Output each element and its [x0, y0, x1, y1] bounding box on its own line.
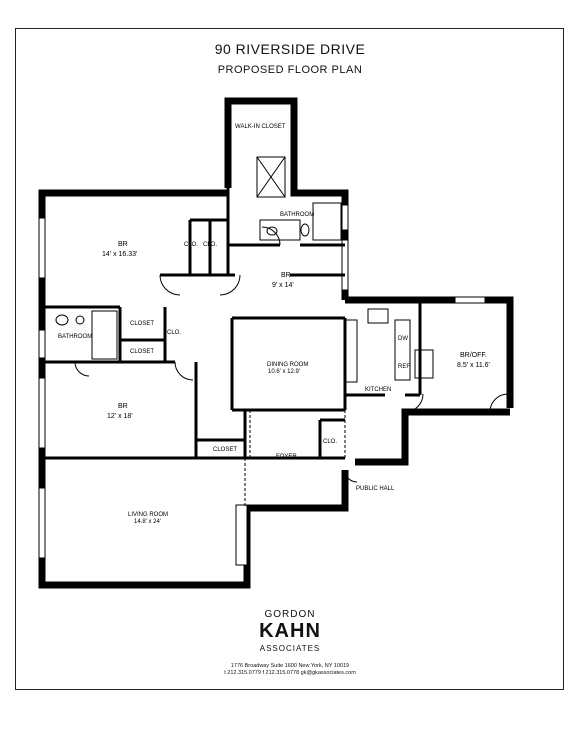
- label-kitchen: KITCHEN: [365, 387, 391, 393]
- sink-left: [75, 315, 85, 325]
- label-bathroom-top: BATHROOM: [280, 212, 314, 218]
- label-br1-dim: 14' x 16.33': [102, 251, 137, 258]
- walk-in-closet-wall: [224, 97, 298, 188]
- window-br3: [38, 377, 46, 449]
- company-address: 1776 Broadway Suite 1600 New York, NY 10…: [230, 663, 350, 669]
- window-bath: [38, 329, 46, 359]
- exterior-walls: [38, 97, 514, 589]
- tub-left: [91, 310, 118, 360]
- label-bathroom-left: BATHROOM: [58, 334, 92, 340]
- windows: [38, 204, 486, 566]
- plan-subtitle: PROPOSED FLOOR PLAN: [217, 64, 363, 76]
- logo-line-2: KAHN: [259, 620, 321, 642]
- label-clo-d: CLO.: [323, 439, 337, 445]
- plan-title: 90 RIVERSIDE DRIVE: [214, 41, 366, 57]
- main-outer-wall: [38, 189, 349, 589]
- label-clo-b: CLO.: [203, 242, 217, 248]
- window-br1: [38, 217, 46, 279]
- tub-top: [312, 202, 342, 241]
- logo-line-1: GORDON: [264, 609, 316, 620]
- openings: [244, 410, 346, 508]
- label-living: LIVING ROOM: [128, 512, 168, 518]
- kitchen-counter-right: [394, 319, 411, 381]
- label-living-dim: 14.8' x 24': [134, 519, 161, 525]
- page-border: [15, 28, 564, 690]
- label-dining-dim: 10.6' x 12.9': [268, 369, 300, 375]
- label-br3: BR: [118, 403, 128, 410]
- label-closet-c: CLOSET: [213, 447, 237, 453]
- label-ref: REF: [398, 364, 410, 370]
- label-br3-dim: 12' x 18': [107, 413, 133, 420]
- interior-walls: [42, 188, 422, 460]
- fixtures: [55, 156, 434, 383]
- window-living-right: [235, 504, 248, 566]
- label-foyer: FOYER: [276, 454, 297, 460]
- label-clo-a: CLO.: [184, 242, 198, 248]
- label-walk-in-closet: WALK-IN CLOSET: [235, 124, 286, 130]
- label-closet-a: CLOSET: [130, 321, 154, 327]
- label-dining: DINING ROOM: [267, 362, 308, 368]
- label-br-off: BR/OFF.: [460, 352, 487, 359]
- window-kitchen: [454, 296, 486, 304]
- kitchen-bottom-wall: [355, 408, 510, 466]
- stair-box: [256, 156, 286, 198]
- vanity-top: [259, 219, 301, 241]
- label-closet-b: CLOSET: [130, 349, 154, 355]
- logo-line-3: ASSOCIATES: [259, 644, 321, 653]
- label-br-off-dim: 8.5' x 11.6': [457, 362, 490, 369]
- label-dw: DW: [398, 336, 408, 342]
- toilet-left: [55, 314, 69, 326]
- label-clo-c: CLO.: [167, 330, 181, 336]
- window-br2: [341, 239, 349, 291]
- toilet-top: [300, 223, 310, 237]
- label-br2-dim: 9' x 14': [272, 282, 294, 289]
- label-br1: BR: [118, 241, 128, 248]
- kitchen-counter-left: [344, 319, 358, 383]
- window-living: [38, 487, 46, 559]
- room-labels: WALK-IN CLOSET BATHROOM BR 14' x 16.33' …: [58, 124, 490, 525]
- label-public-hall: PUBLIC HALL: [356, 486, 395, 492]
- window-bath-top: [341, 204, 349, 231]
- br-off-closet: [414, 349, 434, 379]
- company-contact: t 212.315.0779 f 212.315.0778 gk@gkassoc…: [224, 670, 356, 676]
- label-br2: BR: [281, 272, 291, 279]
- doors: [74, 226, 509, 483]
- kitchen-outer-wall: [345, 296, 514, 408]
